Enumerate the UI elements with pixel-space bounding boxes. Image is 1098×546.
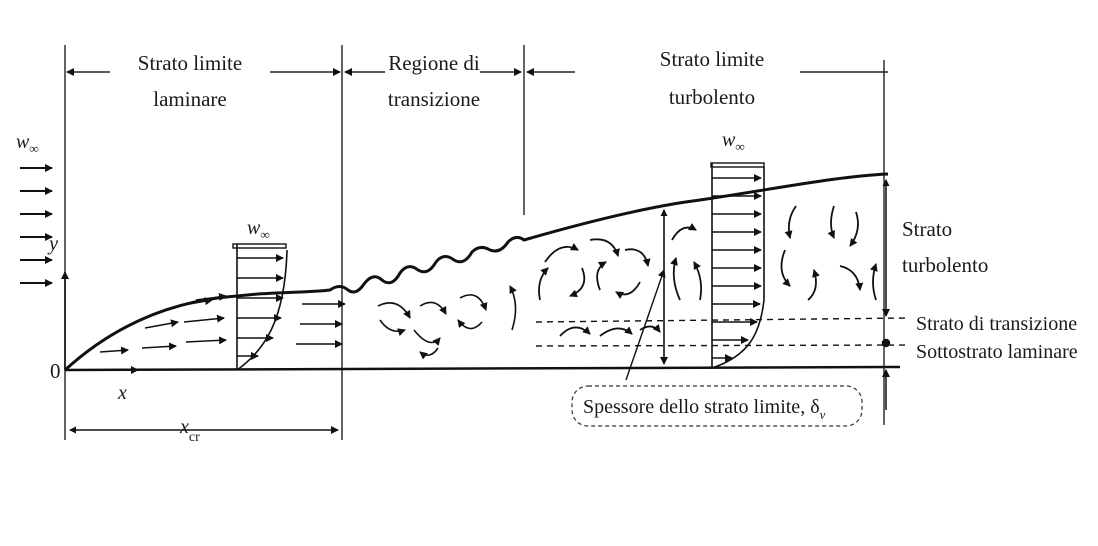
boundary-layer-edge <box>63 172 889 372</box>
thickness-leader <box>625 269 666 381</box>
free-stream-velocity-label: w∞ <box>16 131 39 156</box>
sublayer-dashed-lines <box>535 317 911 347</box>
region-label-transition-line1: Regione di <box>388 51 480 75</box>
region-label-turbulent-line1: Strato limite <box>660 47 764 71</box>
thickness-label-frame <box>571 385 863 427</box>
flat-plate <box>64 365 901 372</box>
free-stream-arrows <box>20 164 53 287</box>
turbulent-eddies <box>538 205 878 337</box>
origin-label: 0 <box>50 359 61 383</box>
region-dividers <box>64 45 885 440</box>
y-axis-label: y <box>47 233 58 255</box>
transition-swirls <box>377 285 517 360</box>
right-dimension-arrows <box>881 179 891 410</box>
laminar-profile-velocity-label: w∞ <box>247 217 270 242</box>
laminar-sublayer-label: Sottostrato laminare <box>916 341 1078 363</box>
region-label-transition-line2: transizione <box>388 87 480 111</box>
turbulent-velocity-profile <box>710 162 765 369</box>
laminar-velocity-profile <box>232 243 288 371</box>
turbulent-profile-velocity-label: w∞ <box>722 129 745 154</box>
laminar-flow-arrows <box>99 292 346 355</box>
xcr-label: xcr <box>179 416 200 445</box>
turbulent-layer-label-line2: turbolento <box>902 253 988 277</box>
turbulent-layer-label-line1: Strato <box>902 217 952 241</box>
region-label-laminar-line2: laminare <box>153 87 226 111</box>
region-label-turbulent-line2: turbolento <box>669 85 755 109</box>
x-axis-label: x <box>117 382 127 404</box>
transition-layer-label: Strato di transizione <box>916 313 1077 335</box>
thickness-label: Spessore dello strato limite, δv <box>583 396 826 422</box>
region-label-laminar-line1: Strato limite <box>138 51 242 75</box>
